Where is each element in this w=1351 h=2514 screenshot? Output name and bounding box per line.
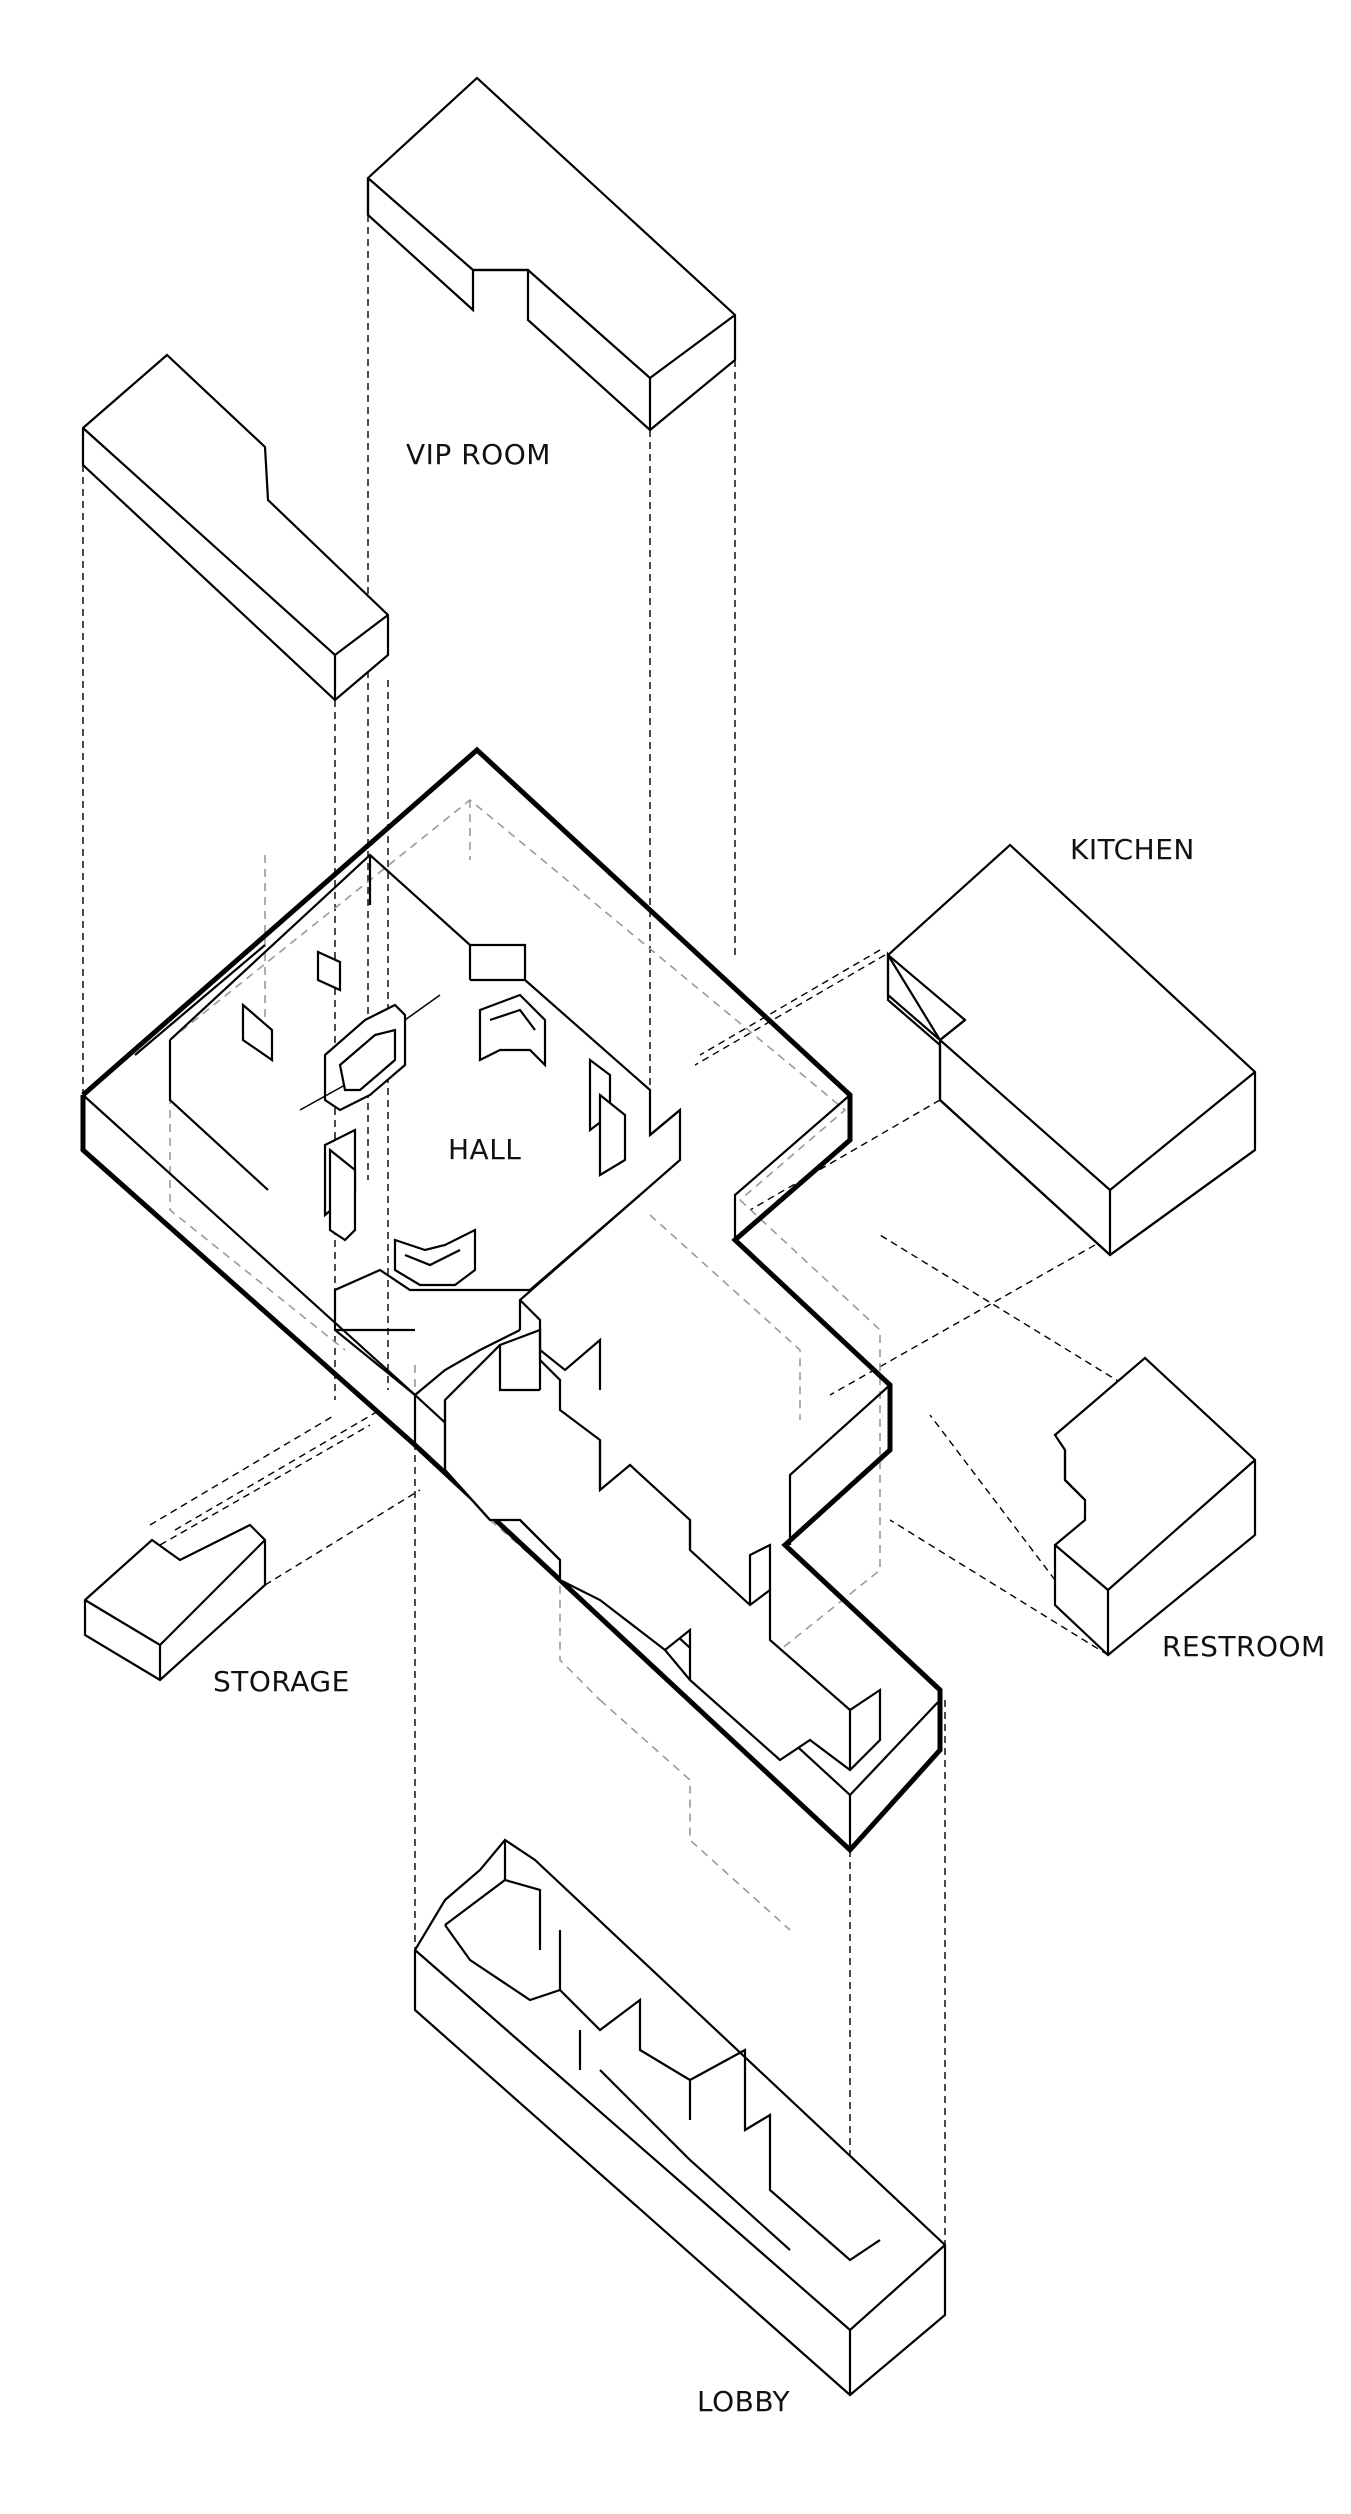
label-lobby: LOBBY bbox=[697, 2385, 791, 2418]
kitchen-block bbox=[886, 843, 1257, 1257]
storage-block bbox=[83, 1523, 267, 1682]
label-restroom: RESTROOM bbox=[1162, 1630, 1326, 1663]
hall-furniture bbox=[241, 950, 627, 1287]
label-storage: STORAGE bbox=[213, 1665, 350, 1698]
label-kitchen: KITCHEN bbox=[1070, 833, 1195, 866]
label-vip-room: VIP ROOM bbox=[406, 438, 551, 471]
restroom-block bbox=[1053, 1356, 1257, 1657]
vip-room-block-left bbox=[81, 353, 390, 702]
lobby-block bbox=[413, 1838, 947, 2397]
label-hall: HALL bbox=[448, 1133, 522, 1166]
vip-room-block-upper bbox=[366, 76, 737, 432]
hall-volume bbox=[80, 746, 943, 1931]
